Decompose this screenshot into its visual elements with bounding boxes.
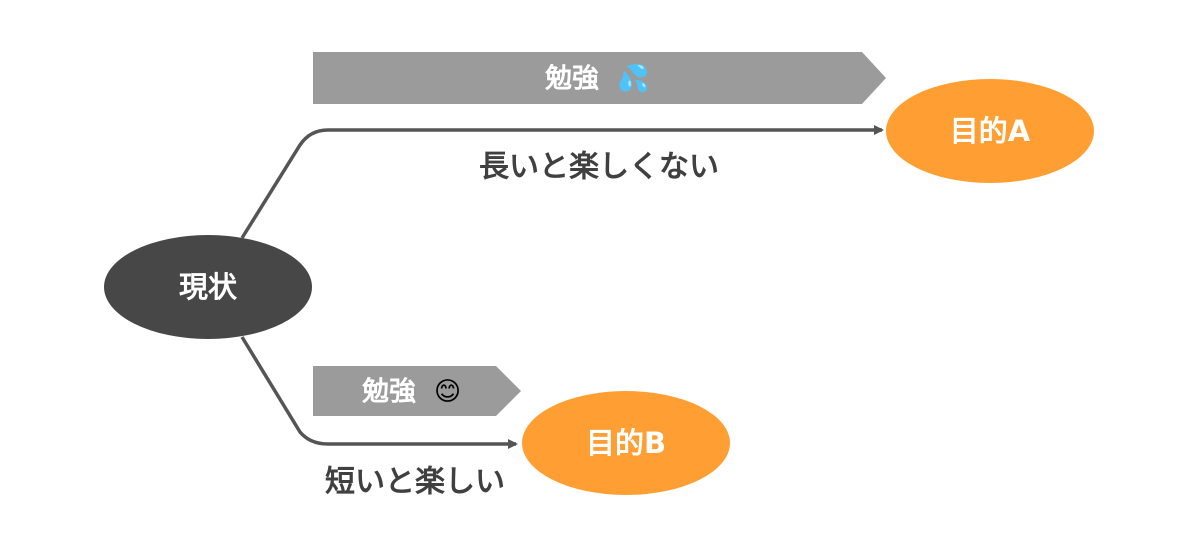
smiling-face-icon: 😊	[434, 377, 461, 407]
banner-top-shape	[313, 52, 886, 104]
banner-bottom-shape	[313, 366, 521, 416]
lower-path-caption: 短いと楽しい	[325, 465, 505, 500]
goal-b-node	[522, 391, 730, 495]
goal-b-label: 目的B	[586, 426, 666, 460]
current-state-label: 現状	[179, 270, 238, 304]
banner-top: 勉強 💦	[313, 52, 886, 104]
upper-arrow	[240, 125, 884, 239]
current-state-node	[104, 235, 312, 339]
upper-path-caption: 長いと楽しくない	[479, 150, 719, 185]
sweat-drops-icon: 💦	[617, 61, 649, 94]
banner-bottom: 勉強 😊	[313, 366, 521, 416]
lower-arrow	[240, 336, 518, 449]
goal-a-node	[886, 79, 1094, 183]
banner-top-label: 勉強	[544, 64, 599, 95]
banner-bottom-label: 勉強	[361, 377, 416, 408]
goal-a-label: 目的A	[950, 114, 1031, 148]
